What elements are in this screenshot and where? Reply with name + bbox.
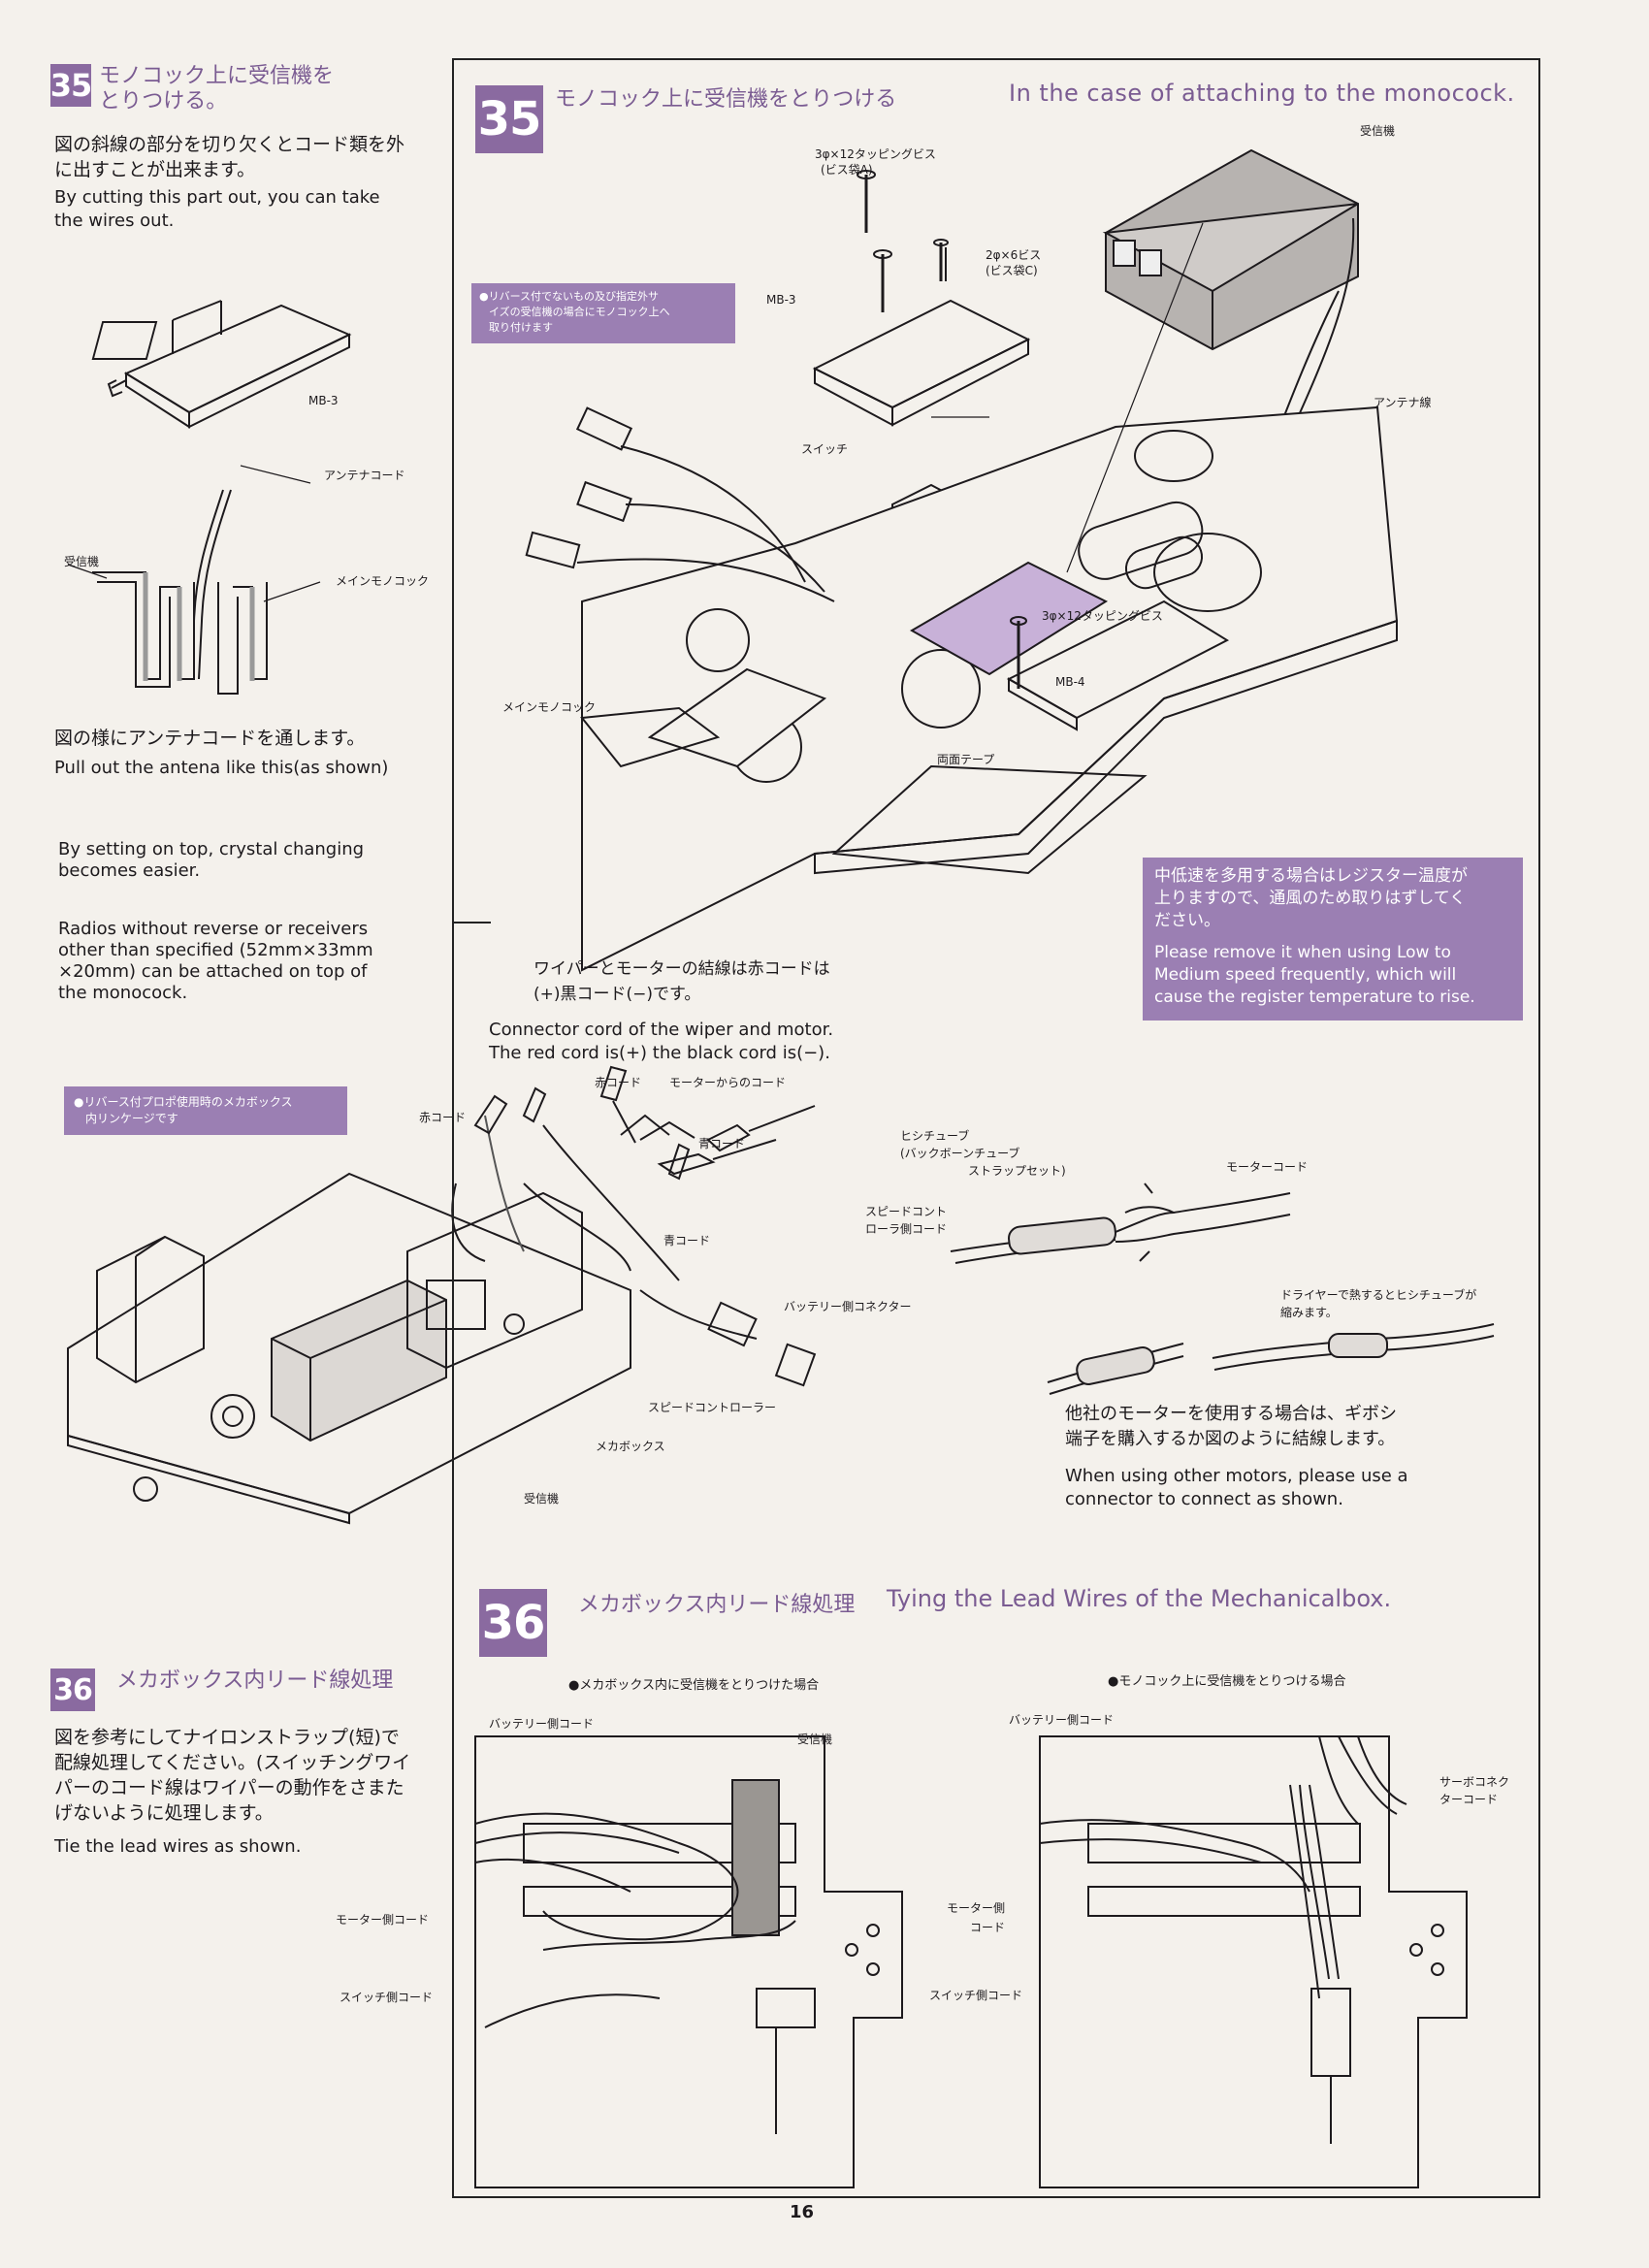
- mechabox-linkage-note: ●リバース付プロポ使用時のメカボックス 内リンケージです: [64, 1086, 347, 1135]
- case-receiver-on-monocock: ●モノコック上に受信機をとりつける場合: [1108, 1674, 1346, 1689]
- label-mb3-left: MB-3: [308, 394, 339, 407]
- radios-note-4: the monocock.: [58, 983, 188, 1003]
- label-heat-tube-2: (バックボーンチューブ: [900, 1147, 1020, 1160]
- label-heat-tube-1: ヒシチューブ: [900, 1129, 970, 1143]
- cut-instruction-jp-2: に出すことが出来ます。: [54, 159, 256, 180]
- step-36-badge-right: 36: [479, 1589, 547, 1657]
- label-blue-cord-b: 青コード: [663, 1234, 711, 1247]
- label-receiver-right: 受信機: [1360, 124, 1396, 138]
- label-receiver-left: 受信機: [64, 555, 100, 568]
- label-main-monocock-right: メインモノコック: [502, 700, 597, 714]
- page-number: 16: [790, 2202, 815, 2222]
- warning-en-1: Please remove it when using Low to: [1154, 943, 1451, 962]
- label-from-motor: モーターからのコード: [669, 1076, 787, 1089]
- label-speed-ctrl-2: ローラ側コード: [865, 1222, 948, 1236]
- mechabox-linkage-note-line2: 内リンケージです: [85, 1112, 178, 1125]
- tie-instruction-en: Tie the lead wires as shown.: [54, 1836, 302, 1857]
- other-motor-en-1: When using other motors, please use a: [1065, 1466, 1408, 1486]
- resistor-temperature-warning: 中低速を多用する場合はレジスター温度が 上りますので、通風のため取りはずしてく …: [1143, 858, 1523, 1021]
- step-35-badge-right: 35: [475, 85, 543, 153]
- wiper-connection-jp-1: ワイパーとモーターの結線は赤コードは: [534, 959, 830, 979]
- label-switch-cord-a: スイッチ側コード: [340, 1991, 434, 2004]
- right-panel-frame: [452, 58, 1540, 2198]
- step-35-title-line2: とりつける。: [99, 89, 228, 113]
- label-battery-cord-a: バッテリー側コード: [489, 1717, 595, 1731]
- wiper-connection-en-1: Connector cord of the wiper and motor.: [489, 1020, 834, 1040]
- receiver-mount-note-line2: イズの受信機の場合にモノコック上へ: [489, 306, 670, 318]
- label-servo-connector-1: サーボコネク: [1439, 1775, 1510, 1789]
- other-motor-jp-1: 他社のモーターを使用する場合は、ギボシ: [1065, 1404, 1397, 1424]
- label-speed-controller: スピードコントローラー: [648, 1401, 777, 1414]
- label-antenna-cord-left: アンテナコード: [324, 469, 405, 482]
- radios-note-3: ×20mm) can be attached on top of: [58, 961, 368, 982]
- receiver-mount-note-line1: ●リバース付でないもの及び指定外サ: [479, 290, 660, 303]
- label-mb4: MB-4: [1055, 675, 1085, 689]
- tie-instruction-jp-1: 図を参考にしてナイロンストラップ(短)で: [54, 1727, 400, 1748]
- label-red-cord-b: 赤コード: [419, 1111, 467, 1124]
- receiver-mount-note-line3: 取り付けます: [489, 321, 553, 334]
- step-36-title-en-right: Tying the Lead Wires of the Mechanicalbo…: [887, 1585, 1392, 1612]
- label-motor-cord-b-1: モーター側: [947, 1901, 1006, 1915]
- label-mb3-right: MB-3: [766, 293, 796, 307]
- step-35-title-line1: モノコック上に受信機を: [99, 64, 335, 88]
- cut-instruction-jp-1: 図の斜線の部分を切り欠くとコード類を外: [54, 134, 405, 155]
- step-35-title-en-right: In the case of attaching to the monocock…: [1009, 80, 1515, 107]
- step-36-title-left: メカボックス内リード線処理: [116, 1669, 394, 1693]
- label-receiver-a: 受信機: [797, 1733, 833, 1746]
- label-motor-cord-a: モーター側コード: [336, 1913, 430, 1927]
- step-36-badge-left: 36: [50, 1669, 95, 1711]
- crystal-note-1: By setting on top, crystal changing: [58, 839, 365, 859]
- label-mechabox: メカボックス: [596, 1440, 665, 1453]
- label-screw-c: 3φ×12タッピングビス: [1042, 609, 1163, 623]
- receiver-mount-note: ●リバース付でないもの及び指定外サ イズの受信機の場合にモノコック上へ 取り付け…: [471, 283, 735, 343]
- wiper-connection-en-2: The red cord is(+) the black cord is(−).: [489, 1043, 830, 1063]
- tie-instruction-jp-2: 配線処理してください。(スイッチングワイ: [54, 1752, 411, 1773]
- label-antenna-right: アンテナ線: [1374, 396, 1432, 409]
- crystal-note-2: becomes easier.: [58, 860, 201, 881]
- label-switch-right: スイッチ: [801, 442, 849, 456]
- label-dryer-2: 縮みます。: [1280, 1306, 1338, 1319]
- warning-en-3: cause the register temperature to rise.: [1154, 988, 1475, 1007]
- step-36-title-jp-right: メカボックス内リード線処理: [578, 1593, 856, 1617]
- label-servo-connector-2: ターコード: [1439, 1793, 1499, 1806]
- mechabox-linkage-note-line1: ●リバース付プロポ使用時のメカボックス: [74, 1095, 293, 1109]
- warning-jp-2: 上りますので、通風のため取りはずしてく: [1154, 889, 1467, 908]
- cut-instruction-en-2: the wires out.: [54, 211, 175, 231]
- radios-note-2: other than specified (52mm×33mm: [58, 940, 373, 960]
- other-motor-jp-2: 端子を購入するか図のように結線します。: [1065, 1429, 1396, 1449]
- label-motor-cord: モーターコード: [1226, 1160, 1309, 1174]
- label-receiver-mecha: 受信機: [524, 1492, 560, 1506]
- label-screw-a-1: 3φ×12タッピングビス: [815, 147, 936, 161]
- label-switch-cord-b: スイッチ側コード: [929, 1989, 1023, 2002]
- label-motor-cord-b-2: コード: [970, 1921, 1006, 1934]
- step-35-badge: 35: [50, 64, 92, 107]
- label-double-tape: 両面テープ: [937, 753, 995, 766]
- label-screw-a-2: (ビス袋A): [821, 163, 873, 177]
- case-receiver-in-mechabox: ●メカボックス内に受信機をとりつけた場合: [568, 1678, 820, 1693]
- antenna-instruction-jp: 図の様にアンテナコードを通します。: [54, 728, 366, 749]
- wiper-connection-jp-2: (+)黒コード(−)です。: [534, 985, 701, 1004]
- warning-jp-3: ださい。: [1154, 911, 1220, 930]
- other-motor-en-2: connector to connect as shown.: [1065, 1489, 1343, 1509]
- label-heat-tube-3: ストラップセット): [968, 1164, 1066, 1178]
- cut-instruction-en-1: By cutting this part out, you can take: [54, 187, 380, 208]
- label-screw-b-1: 2φ×6ビス: [986, 248, 1042, 262]
- label-speed-ctrl-1: スピードコント: [865, 1205, 948, 1218]
- label-dryer-1: ドライヤーで熱するとヒシチューブが: [1280, 1288, 1477, 1302]
- step-35-title-jp-right: モノコック上に受信機をとりつける: [555, 87, 897, 112]
- warning-jp-1: 中低速を多用する場合はレジスター温度が: [1154, 866, 1468, 886]
- right-panel-divider: [452, 922, 491, 923]
- warning-en-2: Medium speed frequently, which will: [1154, 965, 1457, 985]
- label-battery-connector: バッテリー側コネクター: [784, 1300, 912, 1313]
- label-battery-cord-b: バッテリー側コード: [1009, 1713, 1115, 1727]
- tie-instruction-jp-3: パーのコード線はワイパーの動作をさまた: [54, 1777, 404, 1798]
- tie-instruction-jp-4: げないように処理します。: [54, 1802, 274, 1824]
- radios-note-1: Radios without reverse or receivers: [58, 919, 369, 939]
- antenna-instruction-en: Pull out the antena like this(as shown): [54, 758, 389, 778]
- label-screw-b-2: (ビス袋C): [986, 264, 1038, 277]
- label-main-monocock-left: メインモノコック: [336, 574, 430, 588]
